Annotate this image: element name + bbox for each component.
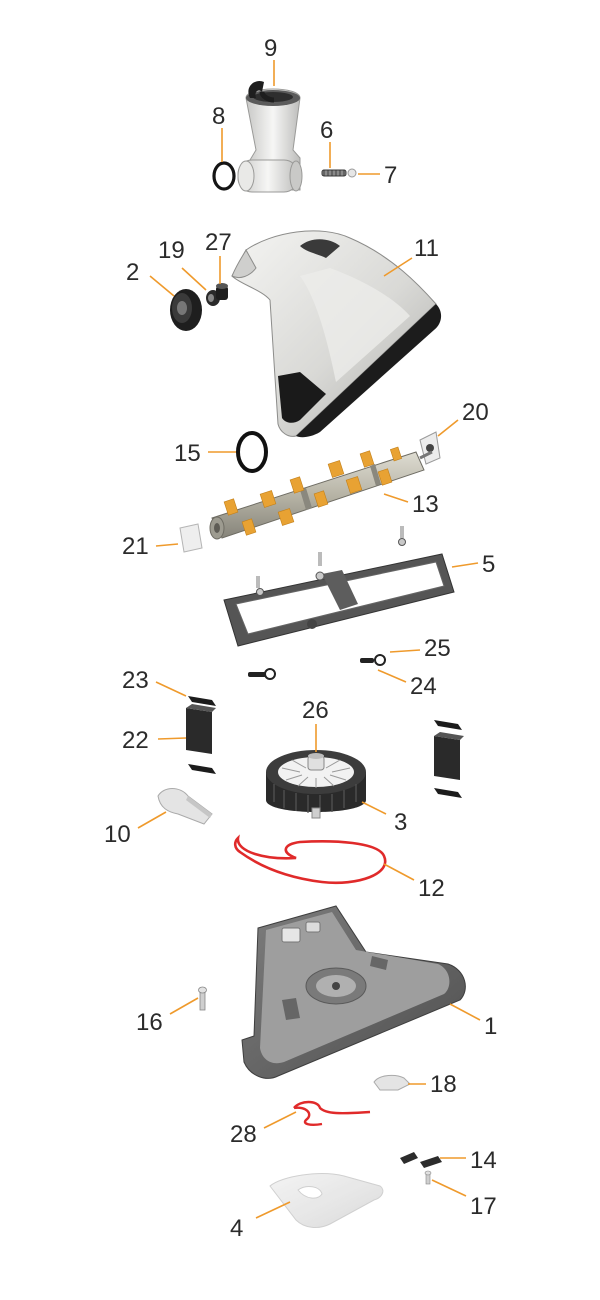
callout-25: 25 (424, 635, 451, 662)
leader-line-1 (449, 1003, 481, 1021)
leader-line-23 (155, 681, 187, 697)
leader-line-13 (383, 493, 409, 503)
callout-24: 24 (410, 673, 437, 700)
leader-line-22 (157, 737, 187, 740)
part-28-red-wire (293, 1100, 371, 1126)
callout-14: 14 (470, 1147, 497, 1174)
leader-line-2 (149, 275, 175, 297)
part-9-swivel-neck (237, 80, 303, 193)
callout-23: 23 (122, 667, 149, 694)
leader-line-11 (383, 257, 413, 277)
leader-line-10 (137, 811, 167, 829)
part-14-lever (400, 1152, 442, 1168)
part-23-bumper-pad-right-bottom (434, 788, 462, 798)
part-16-screw (198, 986, 207, 1011)
part-20-end-plate (419, 431, 441, 465)
part-12-red-cord (233, 834, 387, 885)
callout-7: 7 (384, 162, 397, 189)
callout-28: 28 (230, 1121, 257, 1148)
leader-line-17 (431, 1179, 467, 1197)
callout-5: 5 (482, 551, 495, 578)
callout-26: 26 (302, 697, 329, 724)
leader-line-20 (437, 419, 459, 437)
leader-line-25 (389, 649, 421, 653)
callout-18: 18 (430, 1071, 457, 1098)
leader-line-12 (383, 863, 415, 881)
part-24-pin-left (248, 668, 276, 680)
callout-3: 3 (394, 809, 407, 836)
part-3-fan-impeller (266, 750, 366, 819)
callout-19: 19 (158, 237, 185, 264)
callout-6: 6 (320, 117, 333, 144)
part-23-bumper-pad-right-top (434, 720, 462, 730)
part-2-wheel (170, 289, 202, 331)
part-8-o-ring (212, 161, 236, 191)
callout-15: 15 (174, 440, 201, 467)
part-17-pin (424, 1170, 432, 1185)
callout-2: 2 (126, 259, 139, 286)
callout-17: 17 (470, 1193, 497, 1220)
leader-line-24 (377, 669, 407, 683)
callout-9: 9 (264, 35, 277, 62)
callout-22: 22 (122, 727, 149, 754)
leader-line-5 (451, 562, 479, 568)
part-18-clip (373, 1074, 411, 1091)
leader-line-19 (181, 267, 207, 291)
leader-line-28 (263, 1111, 297, 1129)
part-22-bumper-block-right (434, 732, 464, 780)
part-1-base-housing (241, 905, 466, 1079)
leader-line-4 (255, 1201, 291, 1219)
callout-12: 12 (418, 875, 445, 902)
part-23-bumper-pad-left-bottom (188, 764, 216, 774)
leader-line-21 (155, 543, 179, 547)
callout-11: 11 (414, 235, 439, 262)
callout-4: 4 (230, 1215, 243, 1242)
part-11-hood-cover (231, 230, 442, 438)
callout-21: 21 (122, 533, 149, 560)
part-5-bottom-plate-frame (223, 526, 455, 647)
part-24-pin-right (360, 654, 386, 666)
part-27-axle-cap (216, 283, 228, 300)
leader-line-16 (169, 997, 199, 1015)
part-22-bumper-block-left (186, 704, 216, 754)
part-7-cap (347, 168, 357, 178)
callout-27: 27 (205, 229, 232, 256)
part-10-latch (157, 788, 213, 825)
callout-10: 10 (104, 821, 131, 848)
callout-8: 8 (212, 103, 225, 130)
part-13-brush-roll (209, 446, 433, 540)
leader-lines (137, 60, 481, 1219)
callout-13: 13 (412, 491, 439, 518)
part-6-spring-pin (321, 169, 347, 177)
callout-1: 1 (484, 1013, 497, 1040)
part-21-filter-pad (179, 523, 203, 553)
part-23-bumper-pad-left-top (188, 696, 216, 706)
callout-20: 20 (462, 399, 489, 426)
leader-line-3 (361, 801, 387, 815)
callout-labels: 9 8 6 7 11 2 19 27 20 15 13 21 5 25 24 2… (104, 35, 497, 1242)
part-15-drive-belt (236, 431, 268, 473)
part-4-clear-plate (269, 1173, 384, 1228)
callout-16: 16 (136, 1009, 163, 1036)
